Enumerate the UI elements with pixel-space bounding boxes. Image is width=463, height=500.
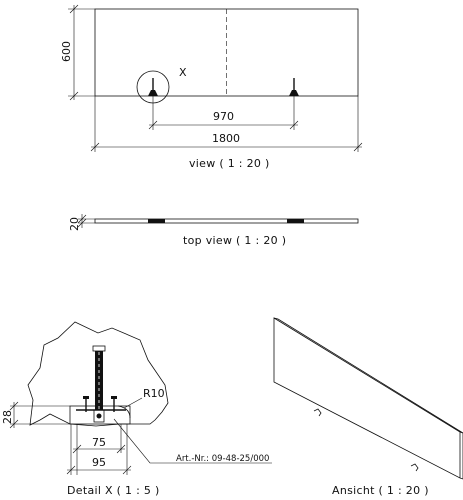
iso-caption: Ansicht ( 1 : 20 ) [332,484,429,497]
radius-cut [117,405,131,419]
article-number: Art.-Nr.: 09-48-25/000 [176,454,269,464]
detail-width-dimensions: 75 95 [66,424,132,475]
detail-caption: Detail X ( 1 : 5 ) [67,484,160,497]
dim-970: 970 [213,110,234,123]
top-view: 20 top view ( 1 : 20 ) [68,214,359,247]
iso-bracket-right [410,463,419,472]
detail-bracket [92,345,106,423]
top-bracket-right [287,219,304,223]
top-bracket-left [148,219,165,223]
height-dimension: 600 [60,4,95,101]
dim-600: 600 [60,41,73,62]
top-view-caption: top view ( 1 : 20 ) [183,234,286,247]
front-view: X 600 970 1800 view ( 1 [60,4,363,170]
bracket-left [148,78,158,96]
iso-panel-outline [273,317,461,479]
dim-20: 20 [68,217,81,231]
spacing-dimension: 970 [148,96,299,130]
front-view-caption: view ( 1 : 20 ) [189,157,270,170]
dim-95: 95 [92,456,106,469]
detail-x: R10 28 75 95 Art.-Nr.: 09-48-2 [1,321,272,497]
dim-75: 75 [92,436,106,449]
break-outline [27,321,169,427]
radius-label: R10 [143,387,165,400]
detail-marker-label: X [179,66,187,79]
iso-bracket-left [313,408,322,417]
article-leader [113,418,272,464]
dim-1800: 1800 [212,132,240,145]
detail-height-dimension: 28 [1,401,70,429]
bracket-right [289,78,299,96]
thickness-dimension: 20 [68,214,95,231]
top-panel-outline [94,218,359,224]
iso-view: Ansicht ( 1 : 20 ) [273,317,463,497]
iso-panel-edge [273,317,463,480]
width-dimension: 1800 [90,96,363,152]
dim-28: 28 [1,410,14,424]
radius-leader [123,397,143,409]
